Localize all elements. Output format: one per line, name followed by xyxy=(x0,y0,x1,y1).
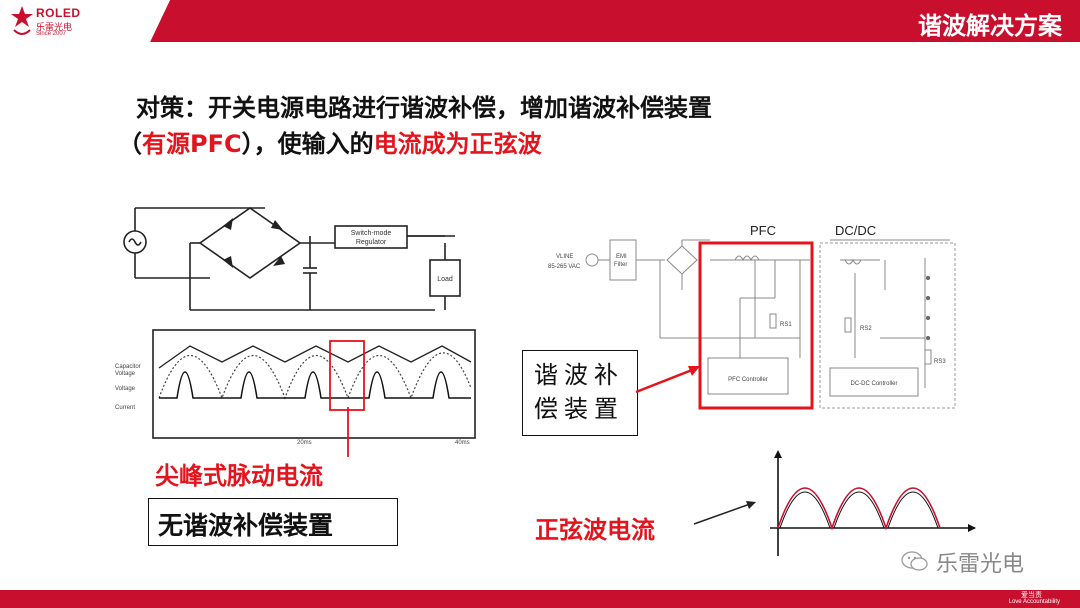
footer-slogan-cn: 爱当责 xyxy=(1021,591,1042,599)
page-title: 谐波解决方案 xyxy=(918,12,1062,40)
sine-current-caption: 正弦波电流 xyxy=(535,516,655,544)
spike-connector xyxy=(347,407,349,457)
dcdc-label: DC/DC xyxy=(835,223,876,238)
regulator-label: Regulator xyxy=(356,239,387,246)
rectified-sine-plot xyxy=(770,450,976,556)
tick-20ms: 20ms xyxy=(297,440,312,446)
rs1-label: RS1 xyxy=(780,322,792,328)
compensation-callout-text: 谐波补偿装置 xyxy=(534,361,624,423)
current-label: Current xyxy=(115,405,135,411)
header-red-band xyxy=(0,0,1080,42)
logo-chinese-name: 乐雷光电 xyxy=(36,23,73,33)
logo-brand: ROLED xyxy=(36,6,81,20)
pfc-schematic: PFC DC/DC VLINE 85-265 VAC PFC xyxy=(548,223,956,410)
logo-since: Since 2007 xyxy=(36,31,67,37)
waveform-plot: Capacitor Voltage Voltage Current 20ms 4… xyxy=(115,329,476,446)
sine-current-text: 电流成为正弦波 xyxy=(373,130,542,158)
no-compensation-box xyxy=(148,498,398,546)
dcdc-controller-label: DC-DC Controller xyxy=(850,381,897,387)
vline-label: VLINE xyxy=(556,254,573,260)
vrange-label: 85-265 VAC xyxy=(548,264,581,270)
pfc-controller-label: PFC Controller xyxy=(728,377,768,383)
compensation-callout-box xyxy=(522,350,638,436)
rs3-label: RS3 xyxy=(934,359,946,365)
no-compensation-text: 无谐波补偿装置 xyxy=(158,511,334,540)
wechat-icon xyxy=(901,551,928,571)
emi-label: EMI xyxy=(616,254,627,260)
line2-middle: ），使输入的 xyxy=(241,130,374,158)
rs2-label: RS2 xyxy=(860,326,872,332)
pfc-label: PFC xyxy=(750,223,776,238)
strategy-line-2: （有源PFC），使输入的电流成为正弦波 xyxy=(118,124,542,159)
spike-highlight-box xyxy=(329,340,365,411)
svg-text:Voltage: Voltage xyxy=(115,371,136,377)
sine-caption-arrow xyxy=(693,501,756,525)
load-label: Load xyxy=(437,276,453,283)
switch-mode-label: Switch-mode xyxy=(351,230,392,237)
spike-current-caption: 尖峰式脉动电流 xyxy=(155,462,323,490)
voltage-label: Voltage xyxy=(115,386,136,392)
paren-open: （ xyxy=(118,130,142,158)
svg-text:Filter: Filter xyxy=(614,262,627,268)
footer-bar xyxy=(0,590,1080,608)
capacitor-voltage-label: Capacitor xyxy=(115,364,141,370)
strategy-line-1: 对策：开关电源电路进行谐波补偿，增加谐波补偿装置 xyxy=(136,94,712,122)
active-pfc-text: 有源PFC xyxy=(142,130,242,158)
rectifier-circuit-diagram: Switch-mode Regulator Load xyxy=(123,207,461,311)
wechat-account-name: 乐雷光电 xyxy=(936,552,1025,577)
footer-slogan-en: Love Accountability xyxy=(1008,599,1060,605)
callout-arrow xyxy=(635,366,700,394)
logo-icon xyxy=(11,6,33,35)
pfc-highlight-box xyxy=(698,241,814,410)
tick-40ms: 40ms xyxy=(455,440,470,446)
